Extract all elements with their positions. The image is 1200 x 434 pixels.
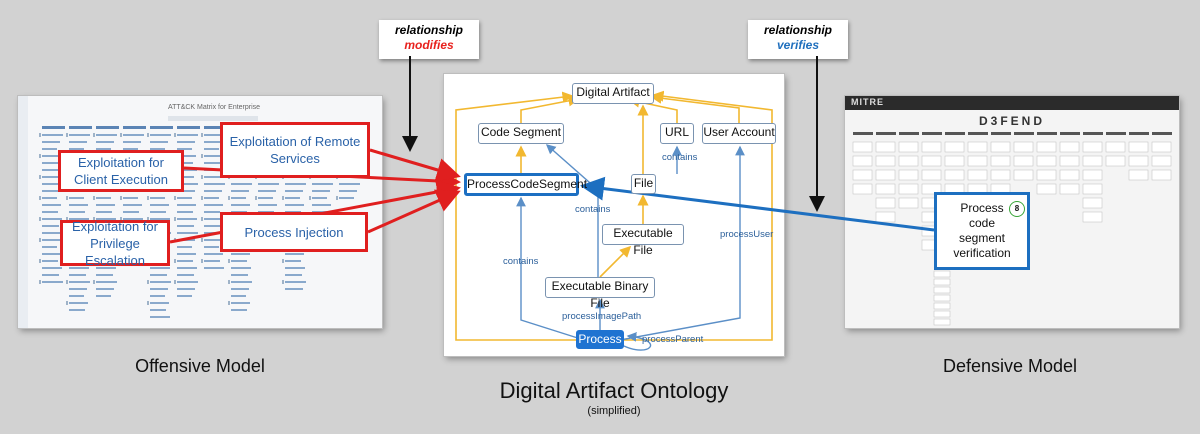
relationship-verb-verifies: verifies xyxy=(776,38,820,52)
defend-top-bar: MITRE xyxy=(845,96,1179,110)
node-executable-binary-file: Executable Binary File xyxy=(545,277,655,310)
technique-process-injection: Process Injection xyxy=(220,212,368,252)
node-digital-artifact: Digital Artifact xyxy=(572,83,654,104)
edge-label-contains: contains xyxy=(662,152,698,163)
defend-title: D3FEND xyxy=(978,114,1045,128)
relationship-word: relationship xyxy=(763,23,832,37)
caption-offensive-model: Offensive Model xyxy=(135,356,265,376)
technique-exploitation-client-execution: Exploitation for Client Execution xyxy=(58,150,184,192)
caption-ontology-subtitle: (simplified) xyxy=(587,405,641,417)
edge-label-process-image-path: processImagePath xyxy=(562,311,642,322)
caption-defensive-model: Defensive Model xyxy=(942,356,1078,376)
node-file: File xyxy=(631,174,656,194)
technique-exploitation-remote-services: Exploitation of Remote Services xyxy=(220,122,370,178)
edge-label-process-parent: processParent xyxy=(642,334,704,345)
verification-label: Process code segment verification xyxy=(953,201,1011,260)
relationship-verb-modifies: modifies xyxy=(404,38,454,52)
relationship-word: relationship xyxy=(394,23,463,37)
technique-exploitation-privilege-escalation: Exploitation for Privilege Escalation xyxy=(60,219,170,268)
node-url: URL xyxy=(660,123,694,144)
node-user-account: User Account xyxy=(702,123,776,144)
edge-label-process-user: processUser xyxy=(720,229,774,240)
matrix-header: ATT&CK Matrix for Enterprise xyxy=(168,104,261,111)
caption-ontology: Digital Artifact Ontology xyxy=(499,378,729,403)
node-code-segment: Code Segment xyxy=(478,123,564,144)
node-process: Process xyxy=(576,330,624,349)
mitre-logo: MITRE xyxy=(851,97,884,107)
node-executable-file: Executable File xyxy=(602,224,684,257)
relationship-modifies-label: relationship modifies xyxy=(379,20,479,59)
edge-label-contains: contains xyxy=(575,204,611,215)
verification-count-badge: 8 xyxy=(1009,201,1025,217)
relationship-verifies-label: relationship verifies xyxy=(748,20,848,59)
edge-label-contains: contains xyxy=(503,256,539,267)
node-process-code-segment: ProcessCodeSegment xyxy=(464,173,587,196)
technique-process-code-segment-verification: Process code segment verification xyxy=(934,192,1030,270)
